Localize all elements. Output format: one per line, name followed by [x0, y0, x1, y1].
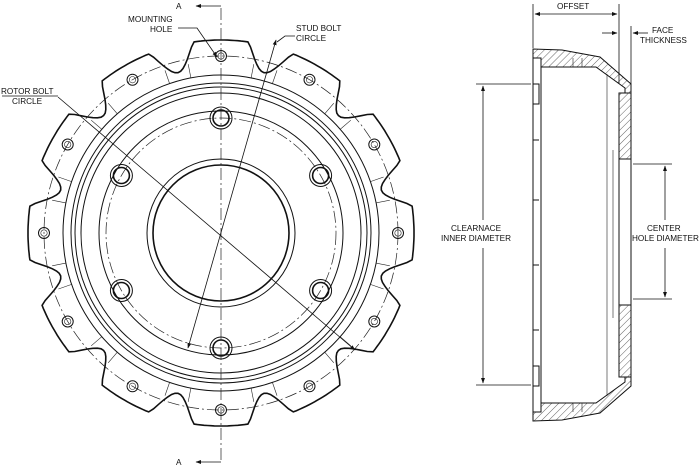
rotor-bolt-hole-inner — [394, 229, 402, 237]
flange-tick — [107, 352, 118, 363]
flange-tick — [340, 336, 351, 347]
stud-hole-counterbore — [309, 164, 333, 187]
stud-hole-counterbore — [109, 279, 133, 302]
rotor-bolt-hole-inner — [40, 229, 48, 237]
rotor-bolt-hole — [126, 73, 139, 86]
section-top-flange — [532, 48, 632, 94]
flange-tick — [376, 199, 390, 204]
stud-hole-counterbore — [109, 164, 133, 187]
stud-hole — [112, 166, 131, 185]
stud-circle-dimension-line — [187, 39, 277, 349]
stud-bolt-circle-label-2: CIRCLE — [296, 34, 327, 43]
section-label-top: A — [176, 2, 182, 11]
flange-tick — [52, 199, 66, 204]
flange-tick — [187, 388, 192, 402]
rotor-bolt-hole — [303, 380, 316, 393]
section-view: OFFSET FACE THICKNESS CLEARNACE INNER DI… — [441, 2, 699, 422]
clearance-label-2: INNER DIAMETER — [441, 234, 511, 243]
center-hole-label-2: HOLE DIAMETER — [632, 234, 699, 243]
stud-hole-counterbore — [309, 279, 333, 302]
section-label-bottom: A — [176, 458, 182, 467]
flange-tick — [164, 70, 170, 84]
flange-tick — [324, 352, 335, 363]
rotor-bolt-hole — [38, 227, 50, 239]
flange-tick — [107, 103, 118, 114]
section-notch-2 — [533, 365, 540, 387]
rotor-bolt-circle-label-1: ROTOR BOLT — [1, 87, 53, 96]
rotor-bolt-hole-inner — [370, 317, 378, 325]
section-face-lower — [618, 304, 632, 378]
rotor-bolt-hole-inner — [64, 317, 72, 325]
flange-tick — [340, 119, 351, 130]
flange-tick — [91, 119, 102, 130]
flange-tick — [250, 64, 255, 78]
mounting-hole-label-2: HOLE — [150, 25, 173, 34]
flange-tick — [91, 336, 102, 347]
stud-hole — [311, 281, 330, 300]
front-view: A A MOUNTING HOLE STUD BOLT CIRCLE ROTOR… — [1, 2, 415, 467]
clearance-label-1: CLEARNACE — [451, 224, 502, 233]
flange-tick — [164, 382, 170, 396]
face-thickness-label-1: FACE — [652, 26, 674, 35]
rotor-bolt-hole-inner — [129, 382, 137, 390]
rotor-bolt-circle-line — [43, 55, 399, 411]
rotor-bolt-hole — [392, 227, 404, 239]
section-notch-1 — [533, 83, 540, 105]
flange-tick — [52, 262, 66, 267]
rotor-bolt-hole — [61, 138, 74, 151]
mounting-hole-label-1: MOUNTING — [128, 15, 173, 24]
flange-tick — [187, 64, 192, 78]
flange-tick — [58, 176, 72, 182]
flange-tick — [58, 284, 72, 290]
rotor-bolt-hole-inner — [305, 76, 313, 84]
rotor-bolt-hole-inner — [129, 76, 137, 84]
stud-bolt-circle-label-1: STUD BOLT — [296, 24, 341, 33]
center-hole-label-1: CENTER — [647, 224, 681, 233]
rotor-bolt-hole-inner — [370, 141, 378, 149]
rotor-circle-dimension-line — [57, 96, 356, 351]
rotor-bolt-hole — [303, 73, 316, 86]
flange-tick — [324, 103, 335, 114]
rotor-bolt-hole — [368, 315, 381, 328]
scalloped-outline — [27, 39, 415, 427]
offset-label: OFFSET — [557, 2, 589, 11]
flange-tick — [376, 262, 390, 267]
section-face-upper — [618, 92, 632, 160]
flange-tick — [250, 388, 255, 402]
section-notches — [533, 83, 540, 105]
stud-hole — [112, 281, 131, 300]
rotor-bolt-hole-inner — [305, 382, 313, 390]
rotor-bolt-hole — [126, 380, 139, 393]
flange-tick — [370, 284, 384, 290]
face-thickness-label-2: THICKNESS — [640, 36, 687, 45]
flange-tick — [272, 382, 278, 396]
rotor-bolt-hole — [61, 315, 74, 328]
flange-tick — [370, 176, 384, 182]
section-bottom-flange — [532, 376, 632, 422]
rotor-bolt-hole-inner — [64, 141, 72, 149]
stud-circle-leader — [276, 35, 295, 43]
flange-tick — [272, 70, 278, 84]
stud-hole — [311, 166, 330, 185]
rotor-bolt-circle-label-2: CIRCLE — [12, 97, 43, 106]
mounting-hole-leader — [178, 27, 218, 58]
rotor-bolt-hole — [368, 138, 381, 151]
